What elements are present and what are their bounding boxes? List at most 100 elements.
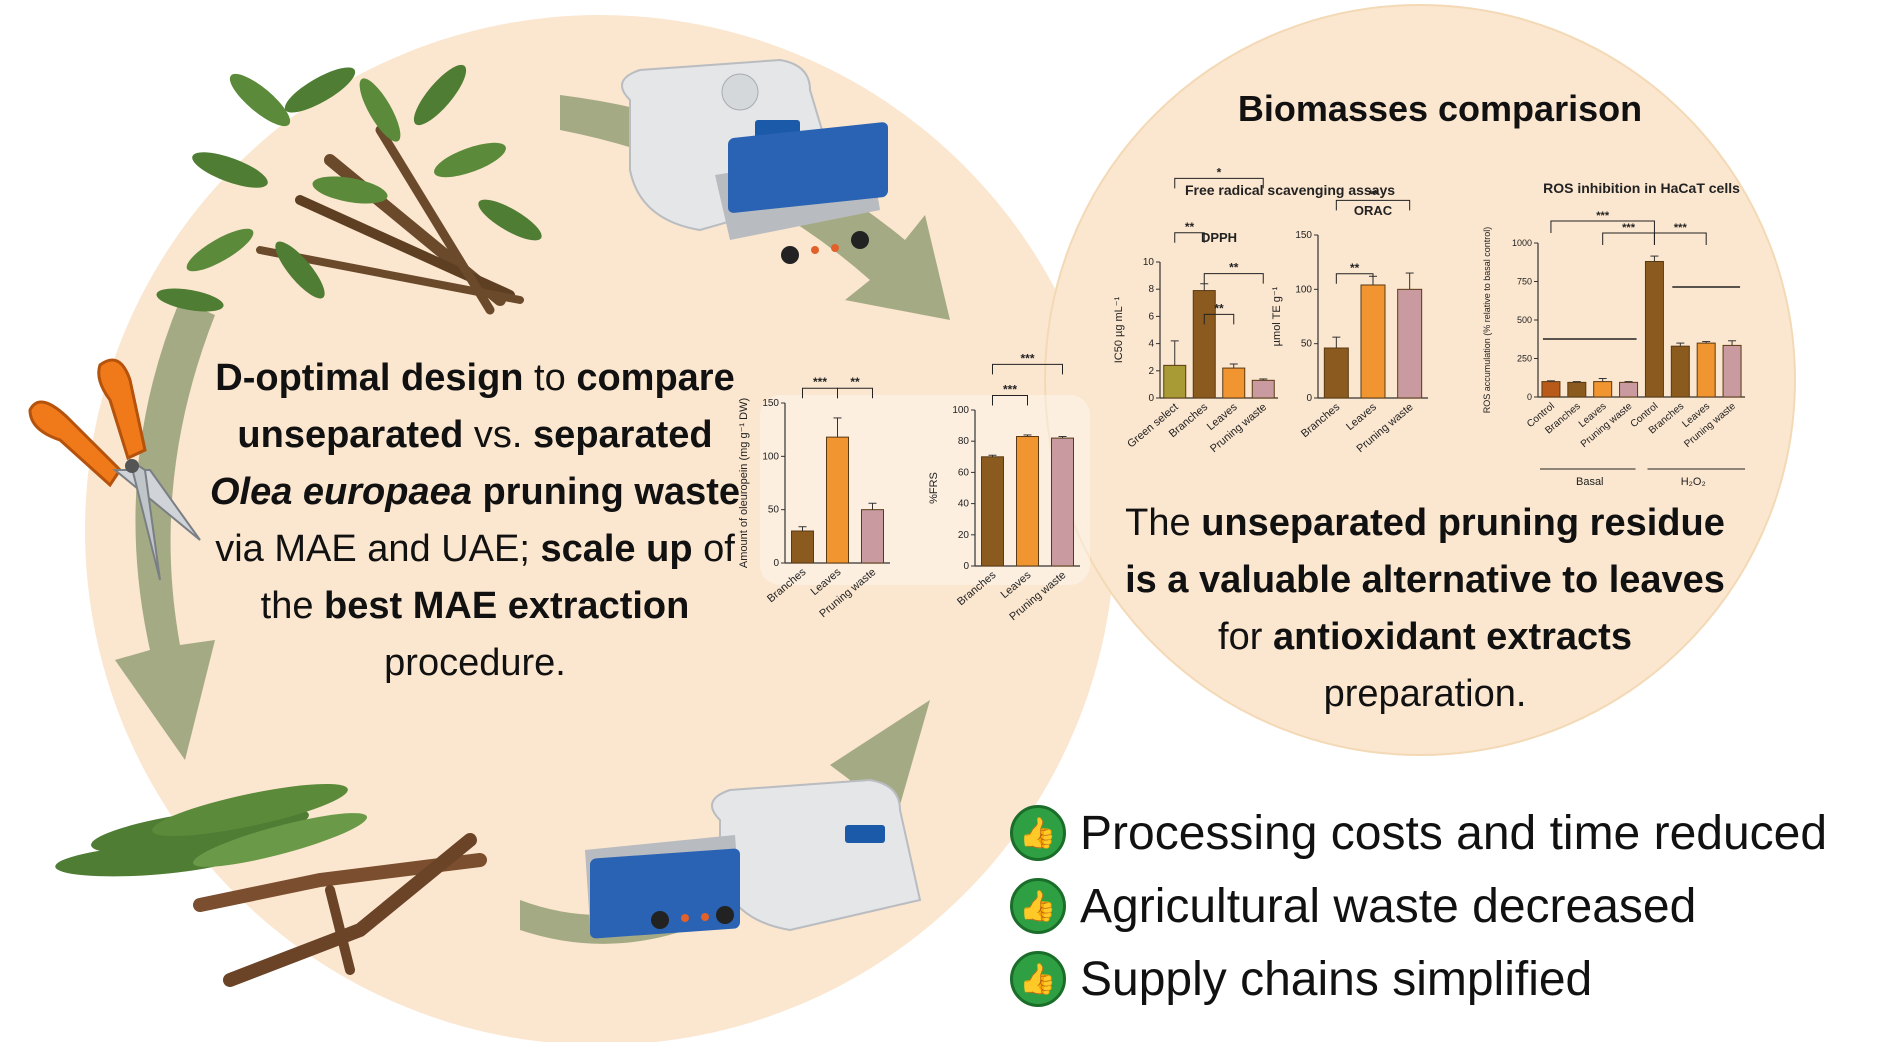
- y-tick-label: 20: [958, 530, 970, 541]
- biomasses-title: Biomasses comparison: [1237, 88, 1643, 129]
- bar: [1567, 381, 1587, 398]
- y-tick-label: 10: [1143, 257, 1155, 268]
- significance-label: ***: [1622, 222, 1636, 234]
- separated-leaves-branches-illustration: [55, 783, 487, 987]
- y-tick-label: 50: [768, 505, 780, 516]
- bar: [1541, 381, 1561, 398]
- y-axis-label: %FRS: [928, 472, 940, 504]
- y-tick-label: 1000: [1512, 238, 1532, 248]
- benefit-item-1: 👍 Processing costs and time reduced: [1010, 805, 1827, 861]
- significance-label: **: [1214, 301, 1224, 315]
- y-tick-label: 500: [1517, 315, 1532, 325]
- chart-title: ROS inhibition in HaCaT cells: [1543, 180, 1740, 196]
- design-text-8: via MAE and UAE;: [215, 528, 541, 570]
- design-text-4: vs.: [463, 414, 534, 456]
- design-text-1: D-optimal design: [215, 357, 524, 399]
- bar: [1360, 284, 1386, 399]
- bar: [861, 509, 884, 564]
- design-text-10: of the: [260, 528, 735, 627]
- significance-bracket: [1203, 313, 1235, 325]
- ultrasonic-bath-top-illustration: [621, 58, 888, 264]
- bar: [1696, 342, 1716, 398]
- conclusion-1: The: [1125, 502, 1202, 544]
- significance-bracket: [1174, 177, 1264, 189]
- bar: [1163, 364, 1187, 399]
- significance-label: **: [850, 375, 860, 389]
- significance-label: **: [1350, 261, 1360, 275]
- bar: [1222, 367, 1246, 399]
- y-tick-label: 40: [958, 499, 970, 510]
- y-tick-label: 750: [1517, 277, 1532, 287]
- significance-label: ***: [813, 375, 827, 389]
- bar: [1051, 437, 1074, 567]
- y-tick-label: 0: [1527, 392, 1532, 402]
- bar: [1251, 379, 1275, 399]
- significance-label: ***: [1003, 383, 1017, 397]
- significance-label: ***: [1674, 222, 1688, 234]
- bar: [791, 530, 814, 564]
- significance-label: ***: [1020, 351, 1034, 365]
- bar: [981, 456, 1004, 567]
- pruning-shears-icon: [28, 358, 201, 581]
- y-tick-label: 0: [963, 561, 969, 572]
- y-tick-label: 250: [1517, 354, 1532, 364]
- significance-bracket: [1174, 232, 1205, 243]
- design-text-2: to: [523, 357, 577, 399]
- y-tick-label: 150: [1295, 230, 1312, 241]
- y-axis-label: ROS accumulation (% relative to basal co…: [1482, 227, 1492, 414]
- conclusion-5: preparation.: [1323, 673, 1527, 715]
- y-tick-label: 80: [958, 436, 970, 447]
- y-tick-label: 0: [1306, 393, 1312, 404]
- significance-bracket: [992, 363, 1063, 375]
- bar: [1644, 260, 1664, 398]
- conclusion-text: The unseparated pruning residue is a val…: [1115, 495, 1735, 723]
- benefit-label: Supply chains simplified: [1080, 952, 1593, 1006]
- significance-label: **: [1185, 220, 1195, 234]
- y-tick-label: 6: [1148, 311, 1154, 322]
- benefit-item-2: 👍 Agricultural waste decreased: [1010, 878, 1696, 934]
- significance-label: **: [1229, 261, 1239, 275]
- y-axis-label: Amount of oleuropein (mg g⁻¹ DW): [738, 398, 750, 568]
- chart-group-title: Free radical scavenging assays: [1185, 182, 1395, 198]
- ultrasonic-bath-bottom-illustration: [585, 778, 922, 939]
- thumbs-up-icon: 👍: [1010, 805, 1066, 861]
- design-description: D-optimal design to compare unseparated …: [205, 350, 745, 692]
- bar: [1192, 290, 1216, 399]
- thumbs-up-icon: 👍: [1010, 951, 1066, 1007]
- y-tick-label: 4: [1148, 339, 1154, 350]
- bar: [1397, 288, 1423, 399]
- bar: [1593, 381, 1613, 398]
- y-tick-label: 100: [1295, 284, 1312, 295]
- design-text-11: best MAE extraction: [324, 585, 690, 627]
- design-text-7: pruning waste: [482, 471, 741, 513]
- y-tick-label: 100: [952, 405, 969, 416]
- benefit-label: Processing costs and time reduced: [1080, 806, 1828, 860]
- y-axis-label: IC50 µg mL⁻¹: [1113, 296, 1125, 363]
- bar: [1016, 436, 1039, 567]
- bar: [1323, 347, 1349, 399]
- significance-bracket: [1550, 220, 1655, 233]
- group-label-basal: Basal: [1576, 476, 1604, 488]
- y-tick-label: 2: [1148, 366, 1154, 377]
- y-tick-label: 100: [762, 451, 779, 462]
- bar: [1619, 381, 1639, 398]
- significance-label: **: [1368, 187, 1378, 201]
- benefit-item-3: 👍 Supply chains simplified: [1010, 951, 1592, 1007]
- significance-bracket: [992, 395, 1028, 406]
- olive-branch-bundle-illustration: [156, 64, 542, 315]
- significance-bracket: [1335, 273, 1374, 284]
- bar: [1670, 345, 1690, 398]
- benefit-label: Agricultural waste decreased: [1080, 879, 1697, 933]
- significance-bracket: [837, 387, 873, 399]
- design-text-9: scale up: [540, 528, 693, 570]
- design-text-3: compare unseparated: [237, 357, 735, 456]
- y-tick-label: 50: [1301, 339, 1313, 350]
- y-tick-label: 8: [1148, 284, 1154, 295]
- significance-label: *: [1217, 165, 1222, 179]
- y-tick-label: 150: [762, 398, 779, 409]
- chart-title: DPPH: [1201, 230, 1237, 245]
- conclusion-4: antioxidant extracts: [1272, 616, 1632, 658]
- bar: [826, 436, 849, 564]
- significance-label: ***: [1596, 210, 1610, 222]
